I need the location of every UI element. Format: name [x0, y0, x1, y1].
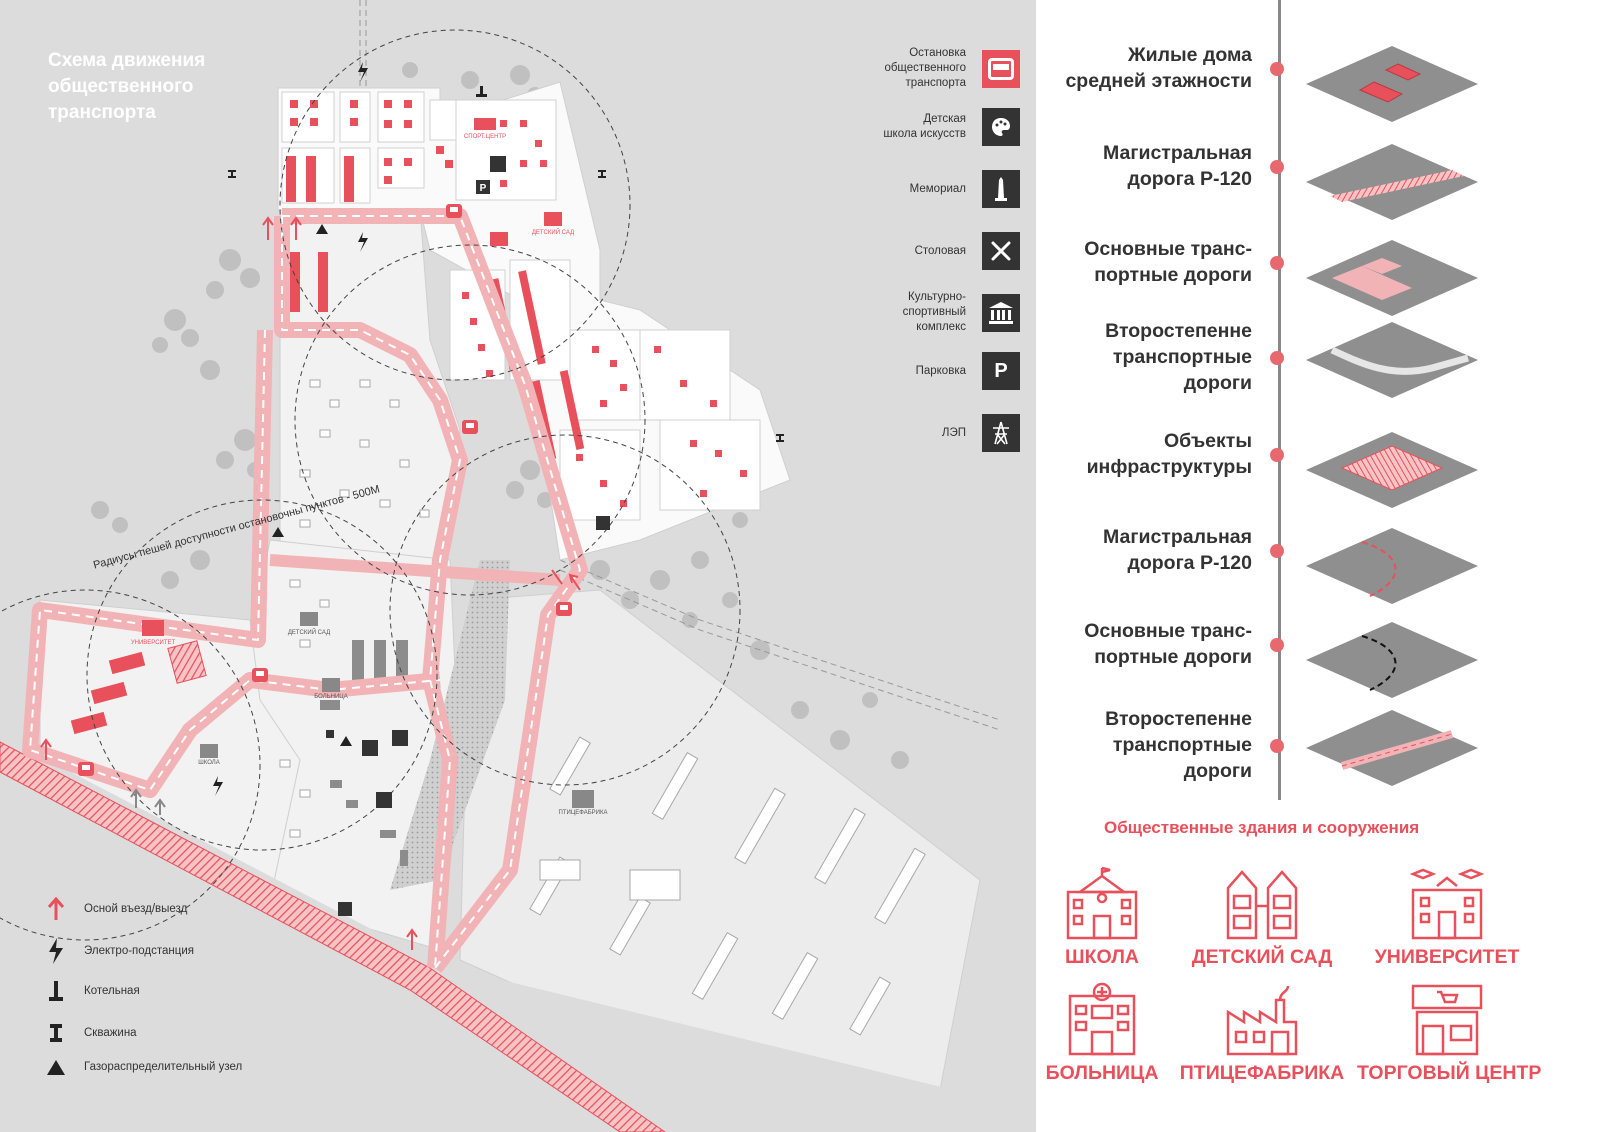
public-building-shopping: ТОРГОВЫЙ ЦЕНТР	[1357, 982, 1542, 1085]
legend-substation: Электро-подстанция	[44, 938, 194, 964]
svg-text:P: P	[480, 183, 487, 194]
shopping-center-icon	[1411, 984, 1483, 1056]
map-title-line: общественного	[48, 76, 194, 97]
legend-well: Скважина	[44, 1020, 137, 1046]
parking-icon: P	[982, 352, 1020, 390]
svg-text:ДЕТСКИЙ САД: ДЕТСКИЙ САД	[532, 228, 574, 236]
legend-entrance: Осной въезд/выезд	[44, 896, 187, 922]
river-strip	[390, 560, 510, 890]
triangle-icon	[44, 1054, 68, 1080]
dark-icon-markers: P	[326, 156, 610, 916]
timeline-dot	[1270, 160, 1284, 174]
public-building-hospital: БОЛЬНИЦА	[1012, 982, 1192, 1085]
boiler-icon	[44, 978, 68, 1004]
university-hatch	[167, 640, 207, 684]
timeline-dot	[1270, 448, 1284, 462]
entrance-arrows	[40, 216, 581, 950]
factory-icon	[1226, 985, 1298, 1056]
public-building-poultry: ПТИЦЕФАБРИКА	[1172, 982, 1352, 1085]
residential-tile	[1306, 46, 1478, 122]
tree-clusters	[91, 62, 909, 769]
public-building-label: УНИВЕРСИТЕТ	[1374, 946, 1520, 968]
legend-timeline	[1278, 0, 1281, 800]
timeline-dot	[1270, 544, 1284, 558]
svg-text:СПОРТ.ЦЕНТР: СПОРТ.ЦЕНТР	[464, 134, 506, 140]
bus-icon	[982, 49, 1020, 88]
map-title: Схема движения общественного транспорта	[48, 48, 205, 126]
power-tower-icon	[982, 414, 1020, 452]
small-outline-buildings	[279, 379, 926, 1036]
public-building-label: БОЛЬНИЦА	[1045, 1062, 1159, 1084]
public-building-school: ШКОЛА	[1012, 866, 1192, 969]
zone-legend-main-roads: Основные транс-портные дороги	[1040, 236, 1600, 326]
public-buildings-title: Общественные здания и сооружения	[1104, 818, 1420, 837]
timeline-dot	[1270, 256, 1284, 270]
obelisk-icon	[982, 170, 1020, 208]
map-title-line: Схема движения	[48, 50, 206, 71]
timeline-dot	[1270, 351, 1284, 365]
lightning-icon	[44, 938, 68, 964]
svg-text:ПТИЦЕФАБРИКА: ПТИЦЕФАБРИКА	[559, 810, 608, 816]
map-title-line: транспорта	[48, 102, 156, 123]
map-building-labels: СПОРТ.ЦЕНТР ДЕТСКИЙ САД УНИВЕРСИТЕТ ДЕТС…	[131, 118, 608, 816]
school-icon	[1066, 866, 1138, 940]
kindergarten-icon	[1226, 870, 1298, 940]
main-road-tile	[1306, 240, 1478, 316]
timeline-dot	[1270, 739, 1284, 753]
public-building-kindergarten: ДЕТСКИЙ САД	[1172, 866, 1352, 969]
timeline-dot	[1270, 62, 1284, 76]
legend-gas-node: Газораспределительный узел	[44, 1054, 242, 1080]
main-route-tile	[1306, 622, 1478, 698]
gray-arrows	[130, 788, 166, 815]
public-building-label: ПТИЦЕФАБРИКА	[1179, 1062, 1345, 1084]
public-building-label: ТОРГОВЫЙ ЦЕНТР	[1357, 1062, 1542, 1084]
legend-memorial: Мемориал	[826, 170, 1020, 208]
walking-radius-circles	[0, 29, 741, 941]
svg-text:ШКОЛА: ШКОЛА	[198, 760, 219, 766]
infrastructure-tile	[1306, 432, 1478, 508]
legend-parking: Парковка P	[826, 352, 1020, 390]
hospital-icon	[1068, 982, 1136, 1056]
legend-power-line: ЛЭП	[826, 414, 1020, 452]
fork-knife-icon	[982, 232, 1020, 270]
timeline-dot	[1270, 638, 1284, 652]
palette-icon	[982, 108, 1020, 146]
infrastructure-markers	[213, 62, 784, 796]
legend-canteen: Столовая	[826, 232, 1020, 270]
well-icon	[44, 1020, 68, 1046]
bus-stop-markers	[78, 204, 572, 776]
university-icon	[1409, 868, 1485, 940]
zone-legend-main-route: Основные транс-портные дороги	[1040, 618, 1600, 708]
gray-buildings	[320, 640, 408, 866]
highway-r120	[0, 741, 666, 1132]
public-building-label: ДЕТСКИЙ САД	[1191, 946, 1333, 968]
svg-text:УНИВЕРСИТЕТ: УНИВЕРСИТЕТ	[131, 640, 176, 646]
legend-boiler: Котельная	[44, 978, 140, 1004]
arrow-up-icon	[44, 896, 68, 922]
museum-icon	[982, 293, 1020, 332]
public-building-label: ШКОЛА	[1065, 946, 1139, 968]
map-canvas: P СПОРТ.ЦЕНТР ДЕТСКИЙ САД УНИВЕРСИТЕТ ДЕ…	[0, 0, 1036, 1132]
highway-route-tile	[1306, 528, 1478, 604]
transport-map: P СПОРТ.ЦЕНТР ДЕТСКИЙ САД УНИВЕРСИТЕТ ДЕ…	[0, 0, 1036, 1132]
secondary-road-tile	[1306, 322, 1478, 398]
secondary-route-tile	[1306, 710, 1478, 786]
public-building-university: УНИВЕРСИТЕТ	[1357, 866, 1537, 969]
svg-text:ДЕТСКИЙ САД: ДЕТСКИЙ САД	[288, 628, 330, 636]
highway-band	[0, 735, 1036, 1132]
svg-text:БОЛЬНИЦА: БОЛЬНИЦА	[314, 694, 347, 700]
highway-tile	[1306, 144, 1478, 220]
